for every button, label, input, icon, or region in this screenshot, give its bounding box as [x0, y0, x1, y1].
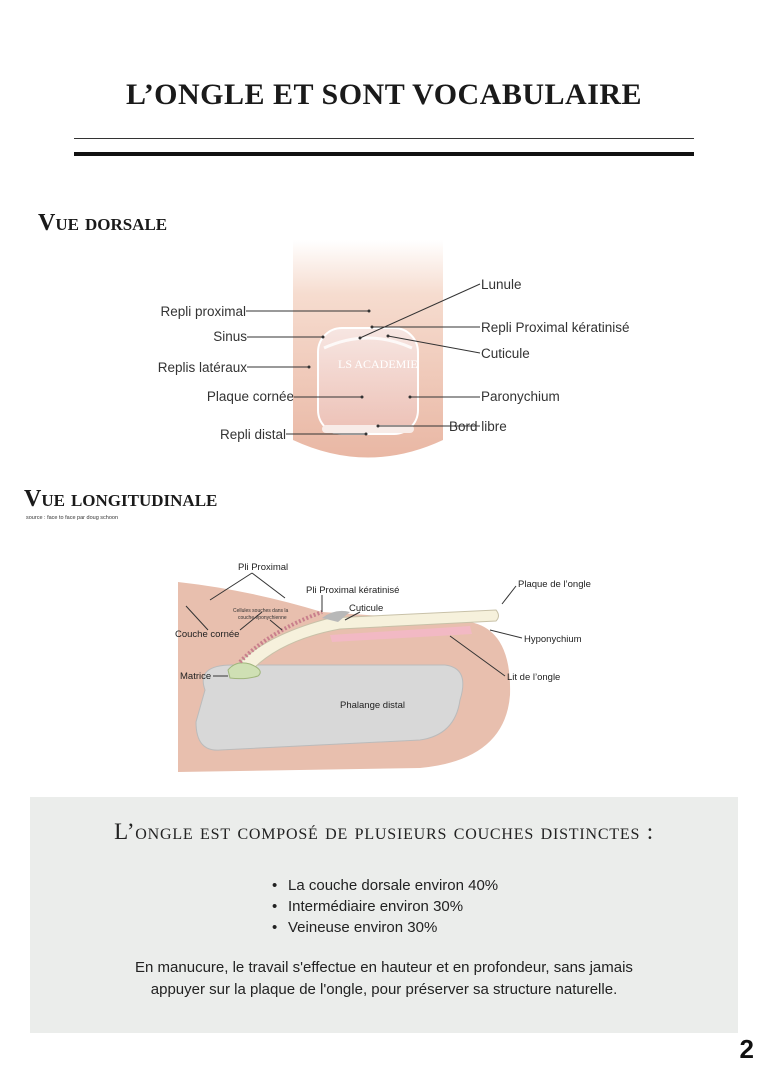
- label-phalange-distal: Phalange distal: [340, 700, 405, 711]
- label-lit-ongle: Lit de l’ongle: [507, 672, 560, 683]
- label-lunule: Lunule: [481, 277, 522, 292]
- title-divider-thin: [74, 138, 694, 139]
- list-item: Veineuse environ 30%: [274, 917, 498, 938]
- layers-list: La couche dorsale environ 40% Intermédia…: [274, 875, 498, 938]
- info-note: En manucure, le travail s'effectue en ha…: [135, 959, 633, 998]
- page-title: L’ONGLE ET SONT VOCABULAIRE: [125, 78, 643, 111]
- page-number: 2: [739, 1034, 754, 1064]
- label-cuticule: Cuticule: [481, 346, 530, 361]
- label-plaque-ongle: Plaque de l’ongle: [518, 579, 591, 590]
- label-sinus: Sinus: [213, 329, 247, 344]
- label-hyponychium: Hyponychium: [524, 634, 582, 645]
- label-bord-libre: Bord libre: [449, 419, 507, 434]
- dorsal-view-heading: Vue dorsale: [38, 210, 168, 236]
- title-divider-thick: [74, 152, 694, 156]
- label-repli-proximal: Repli proximal: [160, 304, 246, 319]
- label-pli-proximal-keratinise: Pli Proximal kératinisé: [306, 585, 399, 596]
- label-repli-proximal-keratinise: Repli Proximal kératinisé: [481, 320, 630, 335]
- dorsal-finger-illustration: LS ACADEMIE: [293, 240, 443, 458]
- label-replis-lateraux: Replis latéraux: [158, 360, 248, 375]
- dorsal-leader-lines: [246, 283, 481, 435]
- label-cuticule-long: Cuticule: [349, 603, 383, 614]
- watermark-logo: LS ACADEMIE: [338, 357, 418, 371]
- label-repli-distal: Repli distal: [220, 427, 286, 442]
- label-couche-cornee: Couche cornée: [175, 629, 239, 640]
- list-item: Intermédiaire environ 30%: [274, 896, 498, 917]
- label-plaque-cornee: Plaque cornée: [207, 389, 294, 404]
- dorsal-leader-dots: [307, 309, 412, 436]
- list-item: La couche dorsale environ 40%: [274, 875, 498, 896]
- longitudinal-view-heading: Vue longitudinale: [24, 486, 218, 512]
- info-box: L’ongle est composé de plusieurs couches…: [30, 797, 738, 1033]
- label-pli-proximal: Pli Proximal: [238, 562, 288, 573]
- longitudinal-section-illustration: [178, 582, 511, 772]
- source-credit: source : face to face par doug schoon: [26, 515, 119, 521]
- label-cellules-line2: couche éponychienne: [238, 615, 287, 621]
- longitudinal-leader-lines: [185, 572, 523, 677]
- label-paronychium: Paronychium: [481, 389, 560, 404]
- label-cellules-line1: Cellules souches dans la: [233, 608, 289, 614]
- label-matrice: Matrice: [180, 671, 211, 682]
- info-heading: L’ongle est composé de plusieurs couches…: [114, 819, 654, 844]
